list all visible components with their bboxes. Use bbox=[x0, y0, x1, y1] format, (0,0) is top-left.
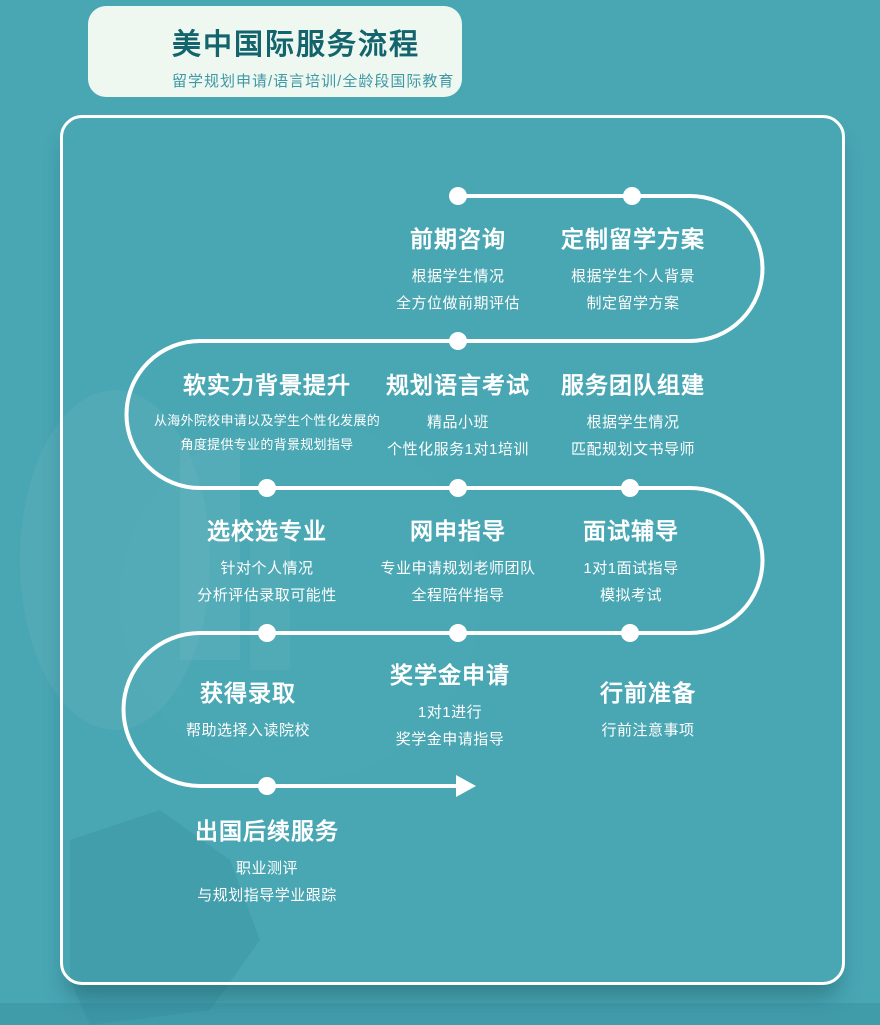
bottom-band bbox=[0, 1003, 880, 1025]
step-desc-line: 1对1进行 bbox=[417, 704, 483, 721]
poster-title: 美中国际服务流程 bbox=[172, 29, 421, 61]
flow-card bbox=[60, 115, 845, 985]
step-desc-line: 制定留学方案 bbox=[586, 295, 680, 312]
step-title: 软实力背景提升 bbox=[182, 372, 351, 398]
step-title: 获得录取 bbox=[199, 680, 296, 706]
step-desc-line: 专业申请规划老师团队 bbox=[380, 560, 536, 577]
step-desc-line: 角度提供专业的背景规划指导 bbox=[180, 437, 354, 452]
flow-step-early-consult: 前期咨询 根据学生情况 全方位做前期评估 bbox=[396, 220, 520, 317]
flow-step-team-build: 服务团队组建 根据学生情况 匹配规划文书导师 bbox=[561, 366, 705, 463]
step-desc-line: 模拟考试 bbox=[599, 587, 662, 604]
flow-step-scholarship: 奖学金申请 1对1进行 奖学金申请指导 bbox=[390, 656, 510, 753]
flow-step-background-boost: 软实力背景提升 从海外院校申请以及学生个性化发展的 角度提供专业的背景规划指导 bbox=[154, 366, 380, 457]
poster-subtitle: 留学规划申请/语言培训/全龄段国际教育 bbox=[172, 73, 455, 90]
step-title: 面试辅导 bbox=[583, 518, 679, 544]
step-desc-line: 个性化服务1对1培训 bbox=[387, 441, 529, 458]
flow-step-custom-plan: 定制留学方案 根据学生个人背景 制定留学方案 bbox=[561, 220, 705, 317]
step-title: 定制留学方案 bbox=[561, 226, 705, 252]
step-title: 行前准备 bbox=[600, 680, 696, 706]
step-desc-line: 全程陪伴指导 bbox=[411, 587, 505, 604]
step-title: 规划语言考试 bbox=[386, 372, 530, 398]
step-desc-line: 分析评估录取可能性 bbox=[197, 587, 337, 604]
step-desc-line: 根据学生情况 bbox=[586, 414, 680, 431]
step-title: 出国后续服务 bbox=[195, 818, 339, 844]
step-title: 选校选专业 bbox=[206, 518, 327, 544]
step-desc-line: 1对1面试指导 bbox=[583, 560, 679, 577]
step-title: 奖学金申请 bbox=[390, 662, 510, 688]
step-title: 服务团队组建 bbox=[561, 372, 705, 398]
header-card: 美中国际服务流程 留学规划申请/语言培训/全龄段国际教育 bbox=[88, 6, 462, 97]
step-desc-line: 奖学金申请指导 bbox=[395, 731, 505, 748]
step-desc-line: 全方位做前期评估 bbox=[395, 295, 521, 312]
flow-step-language-test: 规划语言考试 精品小班 个性化服务1对1培训 bbox=[386, 366, 530, 463]
step-desc-line: 与规划指导学业跟踪 bbox=[197, 887, 337, 904]
step-desc-line: 帮助选择入读院校 bbox=[185, 722, 311, 739]
step-title: 前期咨询 bbox=[409, 226, 506, 252]
flow-step-after-service: 出国后续服务 职业测评 与规划指导学业跟踪 bbox=[195, 812, 339, 909]
step-title: 网申指导 bbox=[409, 518, 506, 544]
step-desc-line: 精品小班 bbox=[426, 414, 489, 431]
step-desc-line: 从海外院校申请以及学生个性化发展的 bbox=[153, 413, 381, 428]
step-desc-line: 针对个人情况 bbox=[220, 560, 314, 577]
flow-step-online-apply: 网申指导 专业申请规划老师团队 全程陪伴指导 bbox=[380, 512, 535, 609]
flow-step-school-major: 选校选专业 针对个人情况 分析评估录取可能性 bbox=[197, 512, 337, 609]
step-desc-line: 匹配规划文书导师 bbox=[570, 441, 695, 458]
step-desc-line: 行前注意事项 bbox=[601, 722, 695, 739]
flow-step-admission: 获得录取 帮助选择入读院校 bbox=[186, 674, 310, 744]
flow-step-interview-coach: 面试辅导 1对1面试指导 模拟考试 bbox=[583, 512, 679, 609]
step-desc-line: 根据学生个人背景 bbox=[570, 268, 695, 285]
step-desc-line: 职业测评 bbox=[235, 860, 298, 877]
flow-step-pre-departure: 行前准备 行前注意事项 bbox=[600, 674, 696, 744]
step-desc-line: 根据学生情况 bbox=[411, 268, 505, 285]
